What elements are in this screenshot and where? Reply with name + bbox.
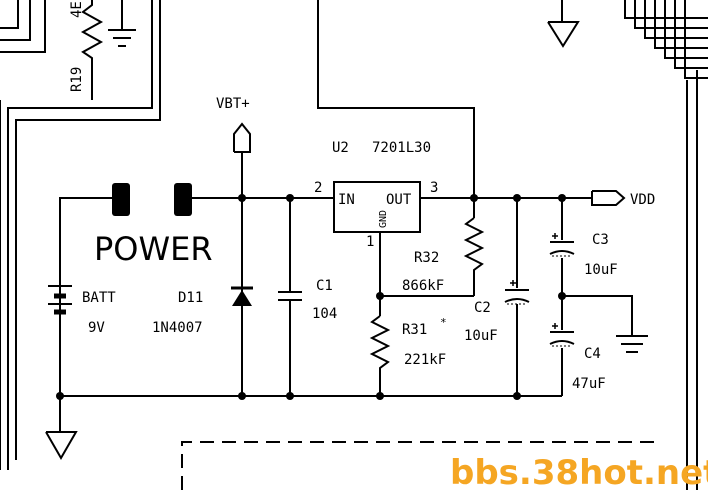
u2-pin-gnd: GND <box>378 210 389 228</box>
u2-pin1: 1 <box>366 234 374 250</box>
top-left-bus <box>0 0 161 470</box>
capacitor-c4: C4 47uF <box>549 323 606 392</box>
c4-ref: C4 <box>584 346 601 362</box>
power-switch: POWER <box>94 183 213 268</box>
c1-value: 104 <box>312 306 337 322</box>
u2-pin3: 3 <box>430 180 438 196</box>
c1-ref: C1 <box>316 278 333 294</box>
ground-symbol-right <box>616 335 648 353</box>
r31-ref: R31 <box>402 322 427 338</box>
u2-part: 7201L30 <box>372 140 431 156</box>
c3-ref: C3 <box>592 232 609 248</box>
r19-value: 4E <box>69 1 85 18</box>
vbt-connector: VBT+ <box>216 96 251 153</box>
ground-symbol-top <box>108 0 136 47</box>
r32-value: 866kF <box>402 278 444 294</box>
u2-pin2: 2 <box>314 180 322 196</box>
capacitor-c2: C2 10uF <box>464 280 530 344</box>
battery-batt: BATT 9V <box>48 285 116 336</box>
r19-ref: R19 <box>69 67 85 92</box>
c3-value: 10uF <box>584 262 618 278</box>
resistor-r19: R19 4E <box>69 0 104 100</box>
c4-value: 47uF <box>572 376 606 392</box>
watermark: bbs.38hot.net <box>450 453 708 490</box>
u2-ref: U2 <box>332 140 349 156</box>
c2-value: 10uF <box>464 328 498 344</box>
d11-ref: D11 <box>178 290 203 306</box>
vbt-label: VBT+ <box>216 96 250 112</box>
regulator-u2: U2 7201L30 IN OUT GND 1 2 3 <box>314 140 438 250</box>
r31-mark: * <box>440 316 447 329</box>
resistor-r31: R31 * 221kF <box>369 315 447 370</box>
batt-ref: BATT <box>82 290 116 306</box>
vdd-label: VDD <box>630 192 655 208</box>
capacitor-c1: C1 104 <box>278 278 337 322</box>
diode-d11: D11 1N4007 <box>152 286 253 336</box>
junction-dots <box>56 194 566 400</box>
power-label: POWER <box>94 230 213 268</box>
r31-value: 221kF <box>404 352 446 368</box>
batt-value: 9V <box>88 320 105 336</box>
ground-symbol-left <box>45 431 78 461</box>
vdd-connector: VDD <box>591 190 655 208</box>
r32-ref: R32 <box>414 250 439 266</box>
d11-value: 1N4007 <box>152 320 203 336</box>
u2-pin-in: IN <box>338 192 355 208</box>
c2-ref: C2 <box>474 300 491 316</box>
dashed-enclosure <box>181 441 660 490</box>
capacitor-c3: C3 10uF <box>549 232 618 278</box>
top-right-wiring <box>317 0 708 490</box>
u2-pin-out: OUT <box>386 192 412 208</box>
resistor-r32: R32 866kF <box>402 217 485 294</box>
